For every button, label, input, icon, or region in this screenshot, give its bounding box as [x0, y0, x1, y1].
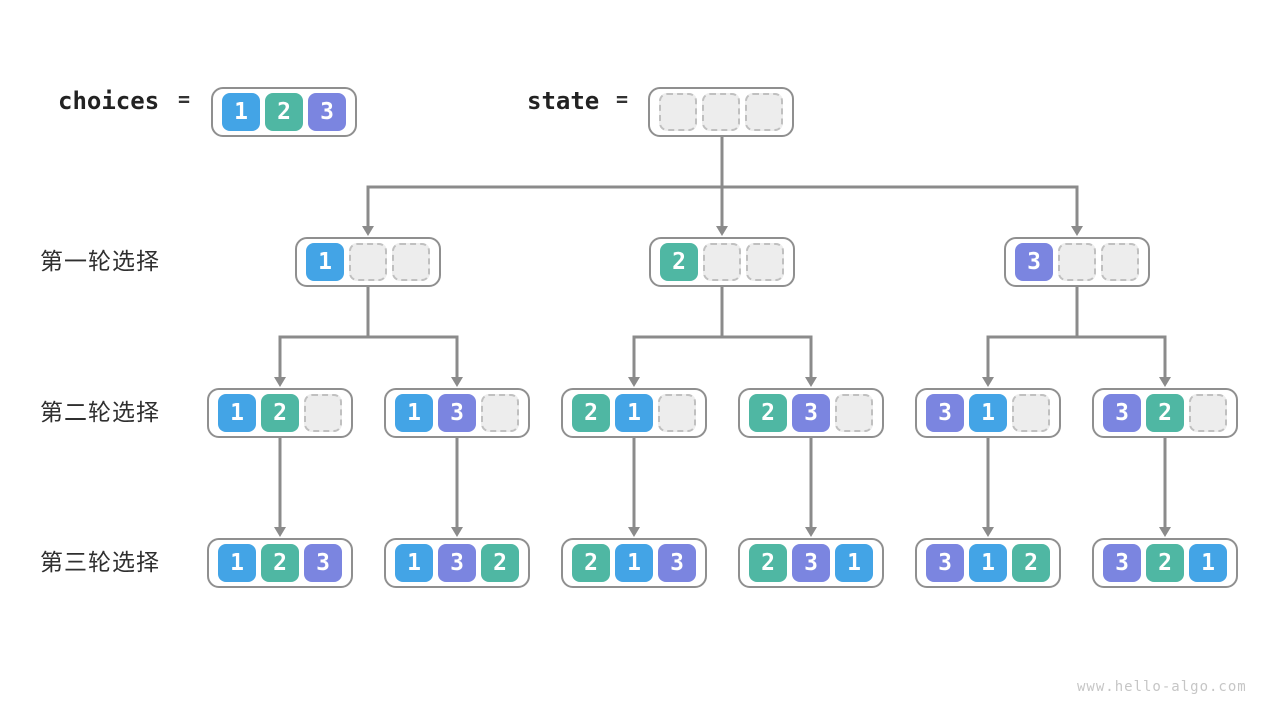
- state-cell: 2: [261, 544, 299, 582]
- state-cell: [1101, 243, 1139, 281]
- state-cell: 2: [261, 394, 299, 432]
- state-box-round1: 3: [1004, 237, 1150, 287]
- state-cell: 2: [572, 544, 610, 582]
- row-label-round-3: 第三轮选择: [40, 550, 160, 576]
- state-box-round1: 1: [295, 237, 441, 287]
- state-cell: 2: [1146, 394, 1184, 432]
- state-cell: 3: [304, 544, 342, 582]
- choices-equals-sign: =: [178, 87, 191, 111]
- state-cell: 1: [615, 544, 653, 582]
- state-cell: [1189, 394, 1227, 432]
- state-cell: 3: [792, 394, 830, 432]
- watermark: www.hello-algo.com: [1077, 679, 1247, 695]
- state-cell: 2: [749, 394, 787, 432]
- state-box-round3: 1 3 2: [384, 538, 530, 588]
- choices-cell: 2: [265, 93, 303, 131]
- state-cell: [703, 243, 741, 281]
- state-cell: [659, 93, 697, 131]
- state-cell: 1: [395, 544, 433, 582]
- state-cell: 2: [1012, 544, 1050, 582]
- state-cell: 3: [926, 544, 964, 582]
- state-array: [648, 87, 794, 137]
- state-box-round2: 1 3: [384, 388, 530, 438]
- state-cell: [702, 93, 740, 131]
- row-label-round-1: 第一轮选择: [40, 249, 160, 275]
- state-cell: 3: [1103, 544, 1141, 582]
- state-cell: 3: [438, 394, 476, 432]
- state-box-round3: 3 1 2: [915, 538, 1061, 588]
- state-cell: 1: [1189, 544, 1227, 582]
- choices-cell: 3: [308, 93, 346, 131]
- state-box-round3: 2 3 1: [738, 538, 884, 588]
- state-cell: 2: [1146, 544, 1184, 582]
- state-cell: 1: [218, 544, 256, 582]
- state-cell: [1058, 243, 1096, 281]
- state-equals-sign: =: [616, 87, 629, 111]
- state-cell: 3: [926, 394, 964, 432]
- state-cell: [745, 93, 783, 131]
- state-cell: 3: [1015, 243, 1053, 281]
- state-cell: [658, 394, 696, 432]
- state-cell: 1: [835, 544, 873, 582]
- state-cell: 2: [572, 394, 610, 432]
- state-box-round3: 2 1 3: [561, 538, 707, 588]
- state-cell: [304, 394, 342, 432]
- state-cell: 3: [658, 544, 696, 582]
- state-cell: 1: [615, 394, 653, 432]
- choices-array: 1 2 3: [211, 87, 357, 137]
- state-box-round1: 2: [649, 237, 795, 287]
- state-cell: 2: [749, 544, 787, 582]
- state-cell: [746, 243, 784, 281]
- state-cell: 1: [969, 394, 1007, 432]
- state-cell: 1: [969, 544, 1007, 582]
- state-cell: 3: [438, 544, 476, 582]
- state-box-round2: 1 2: [207, 388, 353, 438]
- state-cell: 2: [660, 243, 698, 281]
- state-cell: [349, 243, 387, 281]
- state-cell: 1: [395, 394, 433, 432]
- state-cell: 1: [218, 394, 256, 432]
- choices-label: choices: [58, 87, 160, 115]
- state-box-round2: 3 2: [1092, 388, 1238, 438]
- row-label-round-2: 第二轮选择: [40, 400, 160, 426]
- state-box-round2: 2 3: [738, 388, 884, 438]
- state-cell: [481, 394, 519, 432]
- state-box-round3: 1 2 3: [207, 538, 353, 588]
- state-cell: [392, 243, 430, 281]
- state-box-round2: 2 1: [561, 388, 707, 438]
- state-label: state: [527, 87, 600, 115]
- state-cell: 1: [306, 243, 344, 281]
- state-cell: [835, 394, 873, 432]
- choices-cell: 1: [222, 93, 260, 131]
- state-cell: 2: [481, 544, 519, 582]
- state-box-round3: 3 2 1: [1092, 538, 1238, 588]
- state-box-round2: 3 1: [915, 388, 1061, 438]
- state-cell: 3: [792, 544, 830, 582]
- state-cell: 3: [1103, 394, 1141, 432]
- state-cell: [1012, 394, 1050, 432]
